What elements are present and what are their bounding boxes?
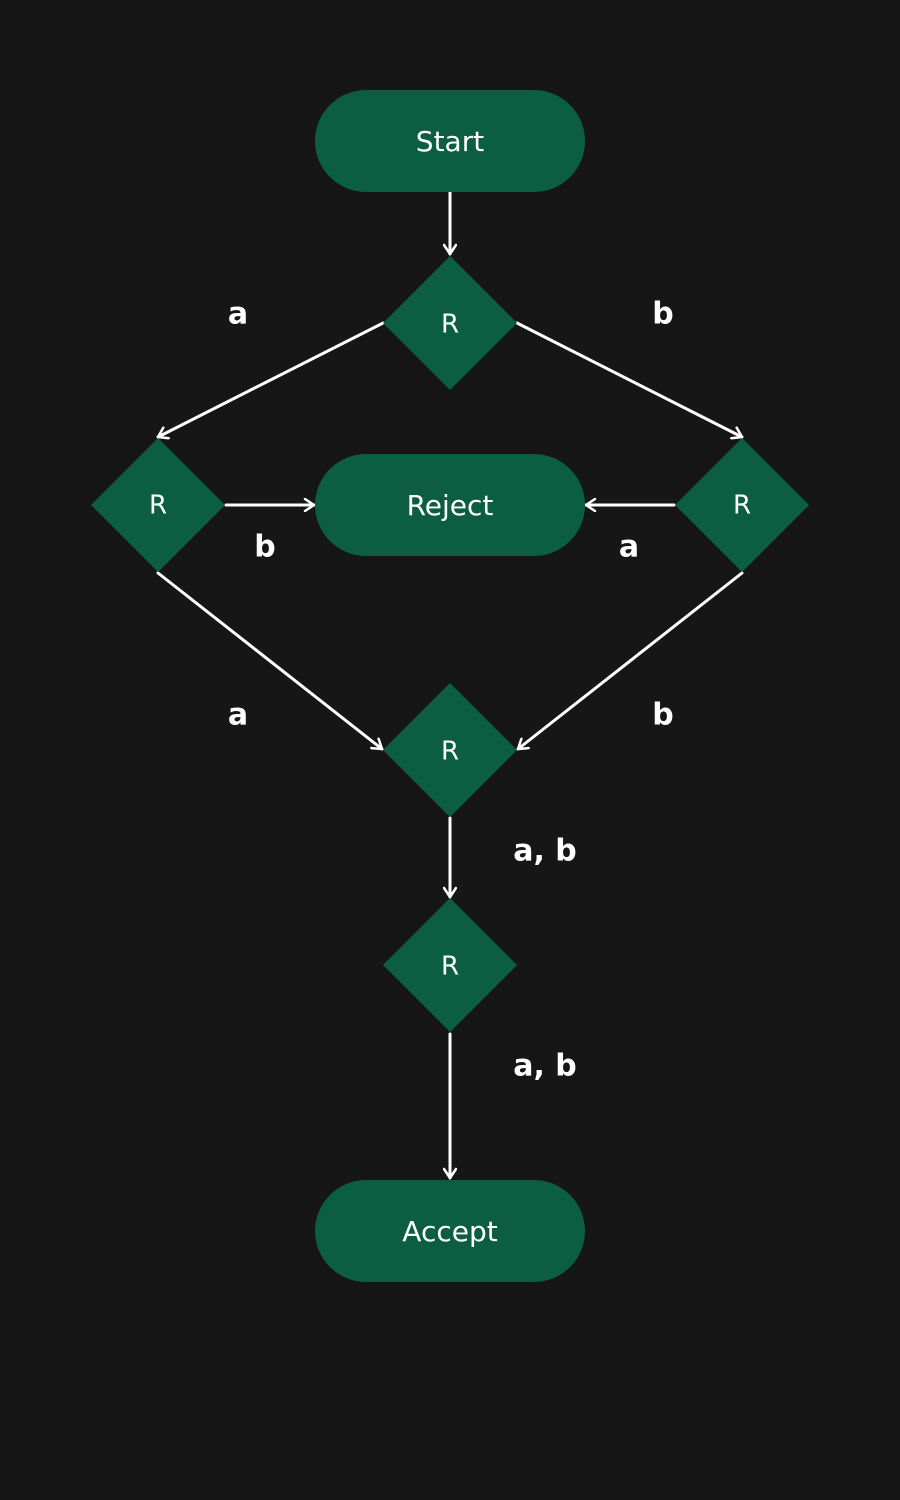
node-accept: Accept [315,1180,585,1282]
terminal-shape [315,90,585,192]
edge-r-left-to-r-mid [156,571,384,751]
node-r-top: R [383,256,517,390]
edge-label-r-bottom-to-accept: a, b [513,1049,577,1084]
edge-r-top-to-r-right [515,321,744,437]
edge-labels: a b b a a b a, b a, b [228,297,674,1084]
node-r-bottom: R [383,898,517,1032]
node-label-r-left: R [149,491,167,521]
edge-label-r-right-to-r-mid: b [652,698,673,733]
decision-shape [383,898,517,1032]
decision-shape [675,438,809,572]
node-label-r-right: R [733,491,751,521]
edge-label-r-right-to-reject: a [619,530,639,565]
edge-label-r-top-to-r-right: b [652,297,673,332]
node-r-left: R [91,438,225,572]
edge-label-r-mid-to-r-bottom: a, b [513,834,577,869]
edge-label-r-top-to-r-left: a [228,297,248,332]
edges [156,190,744,1180]
node-label-reject: Reject [407,489,494,522]
decision-shape [91,438,225,572]
node-r-mid: R [383,683,517,817]
edge-label-r-left-to-r-mid: a [228,698,248,733]
node-label-start: Start [416,125,484,158]
node-label-r-bottom: R [441,952,459,982]
terminal-shape [315,1180,585,1282]
decision-shape [383,256,517,390]
node-label-accept: Accept [402,1215,497,1248]
edge-r-right-to-r-mid [516,571,744,751]
edge-label-r-left-to-reject: b [254,530,275,565]
terminal-shape [315,454,585,556]
node-label-r-mid: R [441,737,459,767]
node-r-right: R [675,438,809,572]
nodes: Start R R Reject R R R Accept [91,90,809,1282]
edge-r-top-to-r-left [156,321,385,437]
node-reject: Reject [315,454,585,556]
node-label-r-top: R [441,310,459,340]
decision-shape [383,683,517,817]
node-start: Start [315,90,585,192]
